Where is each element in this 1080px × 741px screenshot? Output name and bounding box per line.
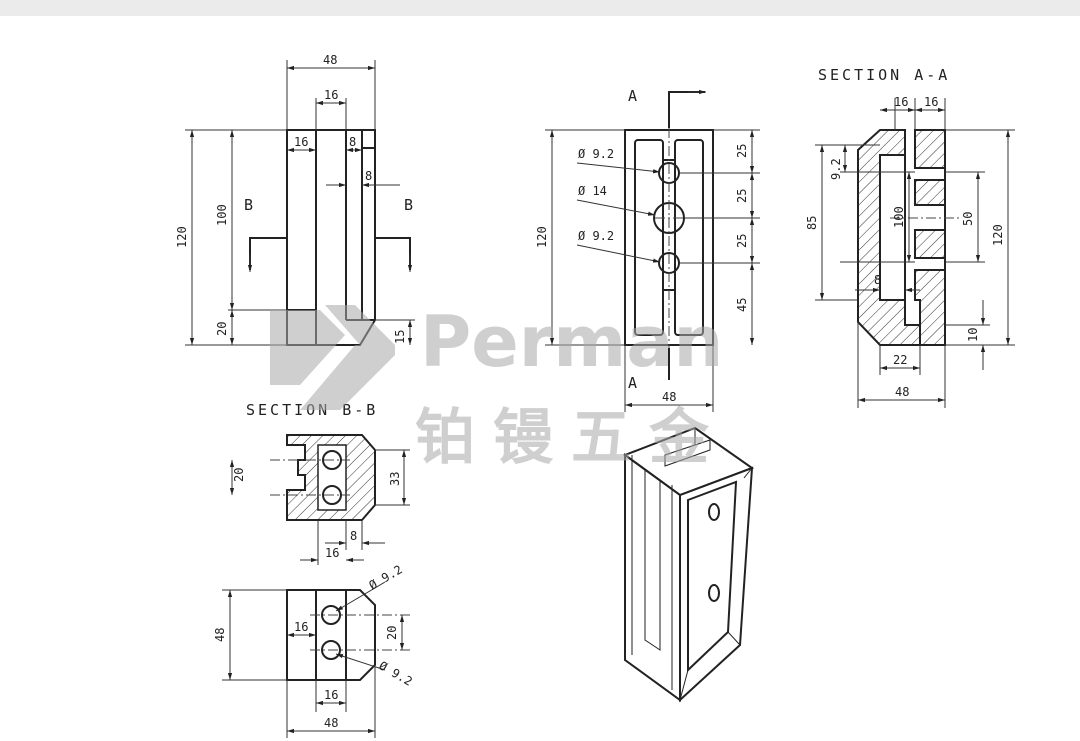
brand-watermark: Perman 铂镘五金 [270,301,727,473]
brand-logo-icon [270,305,395,410]
bottom-hole-bottom-label: Ø 9.2 [377,658,415,688]
aa-inner-dim: 100 [892,206,906,228]
bottom-width-dim: 48 [324,716,338,730]
bottom-slot2-dim: 16 [324,688,338,702]
section-marker-b-right: B [404,196,416,214]
plan-pitch1-dim: 25 [735,144,749,158]
front-width-dim: 48 [323,53,337,67]
bottom-view: 48 16 20 Ø 9.2 Ø 9.2 16 48 [213,562,415,738]
plan-pitch3-dim: 25 [735,234,749,248]
plan-width-dim: 48 [662,390,676,404]
aa-pitch-dim: 50 [961,212,975,226]
bb-lip-dim: 8 [350,529,357,543]
hole-bottom-label: Ø 9.2 [578,229,614,243]
section-bb-view: SECTION B-B 20 33 8 16 [229,401,410,565]
watermark-brand-cn: 铂镘五金 [415,403,727,473]
plan-height-dim: 120 [535,226,549,248]
watermark-brand-en: Perman [420,301,723,383]
hole-top-label: Ø 9.2 [578,147,614,161]
bottom-height-dim: 48 [213,628,227,642]
section-marker-b-left: B [244,196,256,214]
bb-slot-dim: 16 [325,546,339,560]
aa-rib-dim: 16 [924,95,938,109]
plan-view: Ø 9.2 Ø 14 Ø 9.2 120 25 25 25 45 48 A A [535,87,760,412]
aa-depth-dim: 85 [805,216,819,230]
aa-lip-dim: 8 [874,273,881,287]
section-marker-a-top: A [628,87,640,105]
hole-middle-label: Ø 14 [578,184,607,198]
front-view: 48 16 16 8 8 120 100 20 15 B B [175,53,416,346]
front-base-dim: 20 [215,322,229,336]
isometric-view [622,426,755,703]
bb-pitch-dim: 20 [232,468,246,482]
aa-foot-dim: 22 [893,353,907,367]
aa-width-dim: 48 [895,385,909,399]
aa-height-dim: 120 [991,224,1005,246]
front-slot-dim: 16 [324,88,338,102]
aa-hole-dim: 9.2 [829,158,843,180]
front-chamfer-dim: 15 [393,330,407,344]
front-lip-dim: 8 [349,135,356,149]
aa-base-dim: 10 [966,328,980,342]
plan-bottom-dim: 45 [735,298,749,312]
front-height-dim: 120 [175,226,189,248]
section-aa-view: SECTION A-A 16 16 [805,66,1015,408]
section-marker-a-bottom: A [628,374,640,392]
bottom-slot-dim: 16 [294,620,308,634]
front-gap-dim: 8 [365,169,372,183]
front-wall-dim: 16 [294,135,308,149]
aa-wall-dim: 16 [894,95,908,109]
section-aa-title: SECTION A-A [818,66,950,84]
bottom-hole-top-label: Ø 9.2 [367,562,405,592]
bottom-pitch-dim: 20 [385,626,399,640]
front-inner-dim: 100 [215,204,229,226]
browser-top-bar [0,0,1080,16]
plan-pitch2-dim: 25 [735,189,749,203]
bb-height-dim: 33 [388,472,402,486]
